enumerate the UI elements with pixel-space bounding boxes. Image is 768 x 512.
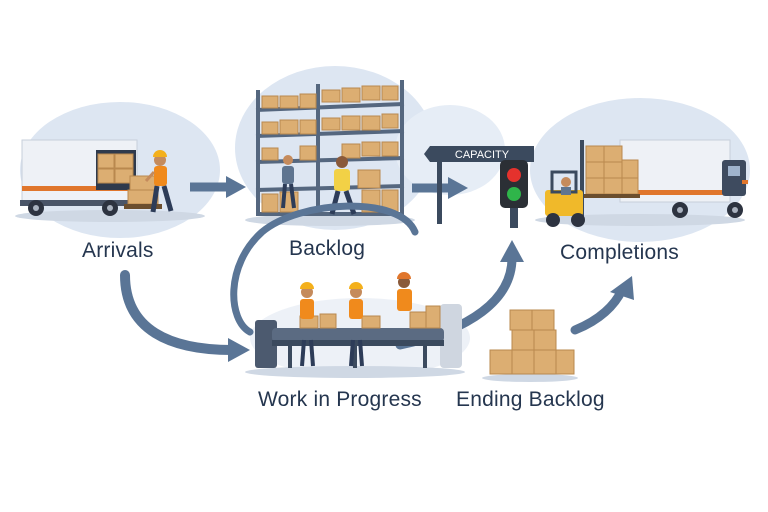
capacity-sign: CAPACITY [424, 146, 534, 224]
backlog-shelving [255, 80, 405, 216]
completions-label: Completions [560, 241, 679, 264]
arrow-arrivals-to-backlog [190, 176, 246, 198]
completions-forklift [545, 140, 640, 227]
backlog-label: Backlog [289, 237, 366, 260]
backlog-worker-right [329, 156, 357, 215]
traffic-light-green [507, 187, 521, 201]
ending-backlog-label: Ending Backlog [456, 388, 605, 411]
wip-conveyor [255, 304, 462, 368]
arrivals-truck [20, 139, 140, 216]
capacity-sign-text: CAPACITY [455, 149, 510, 161]
ground-shadows [15, 210, 745, 382]
traffic-light [500, 160, 528, 228]
traffic-light-red [507, 168, 521, 182]
ending-backlog-boxes [489, 309, 575, 375]
wip-worker-3 [397, 272, 412, 311]
arrivals-pallet [124, 175, 162, 209]
arrivals-worker [144, 150, 174, 213]
arrow-backlog-wip-loop [230, 202, 419, 336]
arrow-arrivals-to-wip [120, 270, 250, 362]
work-in-progress-label: Work in Progress [258, 388, 422, 411]
wip-worker-2 [349, 282, 364, 367]
arrow-ending-to-completions [570, 276, 634, 335]
arrivals-label: Arrivals [82, 239, 154, 262]
backlog-worker-left [281, 155, 296, 209]
wip-worker-1 [300, 282, 315, 367]
arrow-backlog-to-capacity [412, 177, 468, 199]
